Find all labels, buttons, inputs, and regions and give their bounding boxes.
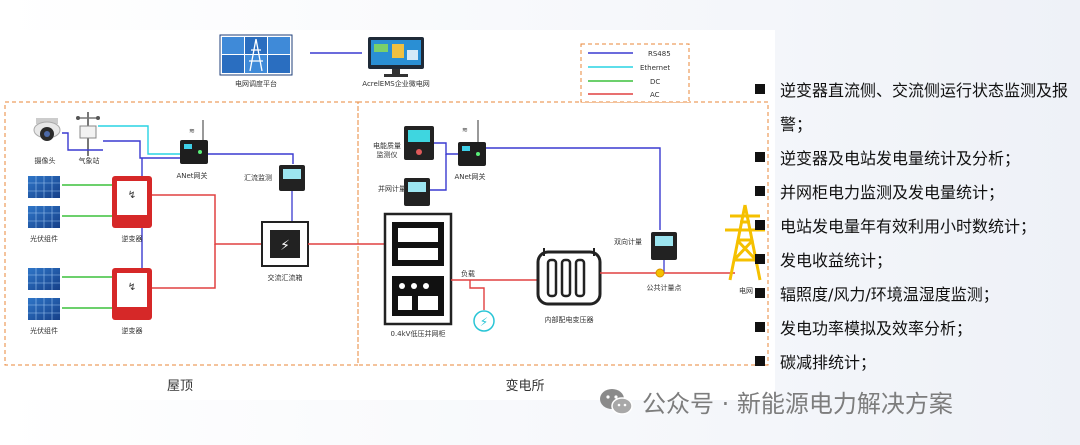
gateway2-label: ANet网关 — [454, 172, 485, 181]
monitor-icon — [368, 37, 424, 77]
grid-meter-label: 并网计量 — [378, 184, 406, 193]
signal-icon: ≋ — [189, 127, 195, 135]
transformer-label: 内部配电变压器 — [545, 315, 594, 324]
signal-icon: ≋ — [462, 126, 468, 134]
weather-station-icon — [76, 112, 100, 156]
transformer-icon — [536, 248, 602, 306]
substation-label: 变电所 — [505, 378, 544, 394]
diagram-panel: RS485 Ethernet DC AC 电网调度平台 AcrelEMS企业微电… — [0, 30, 775, 400]
solar-panel-icon — [28, 268, 60, 290]
gateway-icon — [180, 140, 208, 164]
pv2-label: 光伏组件 — [30, 326, 58, 335]
wechat-icon — [600, 388, 633, 415]
feature-item: 逆变器直流侧、交流侧运行状态监测及报警； — [755, 74, 1080, 142]
weather-label: 气象站 — [79, 156, 100, 165]
transmission-tower-icon — [725, 204, 765, 281]
inverter-icon: ↯ — [112, 176, 152, 228]
substation-region — [357, 101, 769, 366]
gateway1-label: ANet网关 — [176, 171, 207, 180]
inverter-icon: ↯ — [112, 268, 152, 320]
roof-label: 屋顶 — [167, 379, 193, 394]
legend-ethernet-label: Ethernet — [640, 64, 670, 72]
load-lightning-icon: ⚡ — [473, 310, 495, 332]
load-label: 负载 — [461, 269, 475, 278]
camera-icon — [33, 118, 61, 141]
combiner-box-label: 交流汇流箱 — [268, 273, 303, 282]
power-quality-monitor-icon — [404, 126, 434, 160]
solar-panel-icon — [28, 206, 60, 228]
combiner-box-icon: ⚡ — [261, 221, 309, 267]
legend-dc-label: DC — [650, 78, 660, 86]
svg-text:⚡: ⚡ — [280, 238, 290, 254]
feature-item: 辐照度/风力/环境温湿度监测； — [755, 278, 1080, 312]
inverter1-label: 逆变器 — [122, 234, 143, 243]
meter-icon — [279, 165, 305, 191]
pv1-label: 光伏组件 — [30, 234, 58, 243]
gateway-icon — [458, 142, 486, 166]
feature-list: 逆变器直流侧、交流侧运行状态监测及报警； 逆变器及电站发电量统计及分析； 并网柜… — [755, 74, 1080, 380]
solar-panel-icon — [28, 298, 60, 320]
svg-text:↯: ↯ — [128, 190, 136, 201]
legend-rs485-label: RS485 — [648, 50, 671, 58]
camera-label: 摄像头 — [35, 156, 56, 165]
meter-icon — [404, 178, 430, 206]
solar-panel-icon — [28, 176, 60, 198]
watermark-text: 公众号 · 新能源电力解决方案 — [642, 390, 953, 418]
lv-cabinet-icon — [383, 212, 453, 326]
video-wall-icon — [219, 34, 293, 76]
pcc-point-icon — [655, 268, 665, 278]
feature-item: 发电功率模拟及效率分析； — [755, 312, 1080, 346]
feature-item: 电站发电量年有效利用小时数统计； — [755, 210, 1080, 244]
feature-item: 逆变器及电站发电量统计及分析； — [755, 142, 1080, 176]
bi-meter-label: 双向计量 — [614, 237, 642, 246]
pq-monitor-label-line1: 电能质量 — [373, 141, 401, 150]
system-diagram: RS485 Ethernet DC AC 电网调度平台 AcrelEMS企业微电… — [4, 34, 769, 394]
feature-item: 并网柜电力监测及发电量统计； — [755, 176, 1080, 210]
svg-text:⚡: ⚡ — [480, 315, 488, 329]
meter-icon — [651, 232, 677, 260]
grid-dispatch-label: 电网调度平台 — [235, 79, 277, 88]
combiner-meter-label: 汇流监测 — [244, 173, 272, 182]
cabinet-label: 0.4kV低压并网柜 — [391, 329, 446, 338]
watermark: 公众号 · 新能源电力解决方案 — [598, 384, 953, 419]
ems-label: AcrelEMS企业微电网 — [362, 79, 429, 88]
pq-monitor-label-line2: 监测仪 — [377, 150, 398, 159]
inverter2-label: 逆变器 — [122, 326, 143, 335]
svg-text:↯: ↯ — [128, 282, 136, 293]
pcc-label: 公共计量点 — [647, 283, 682, 292]
grid-label: 电网 — [739, 286, 753, 295]
feature-item: 发电收益统计； — [755, 244, 1080, 278]
feature-item: 碳减排统计； — [755, 346, 1080, 380]
legend-ac-label: AC — [650, 91, 660, 99]
